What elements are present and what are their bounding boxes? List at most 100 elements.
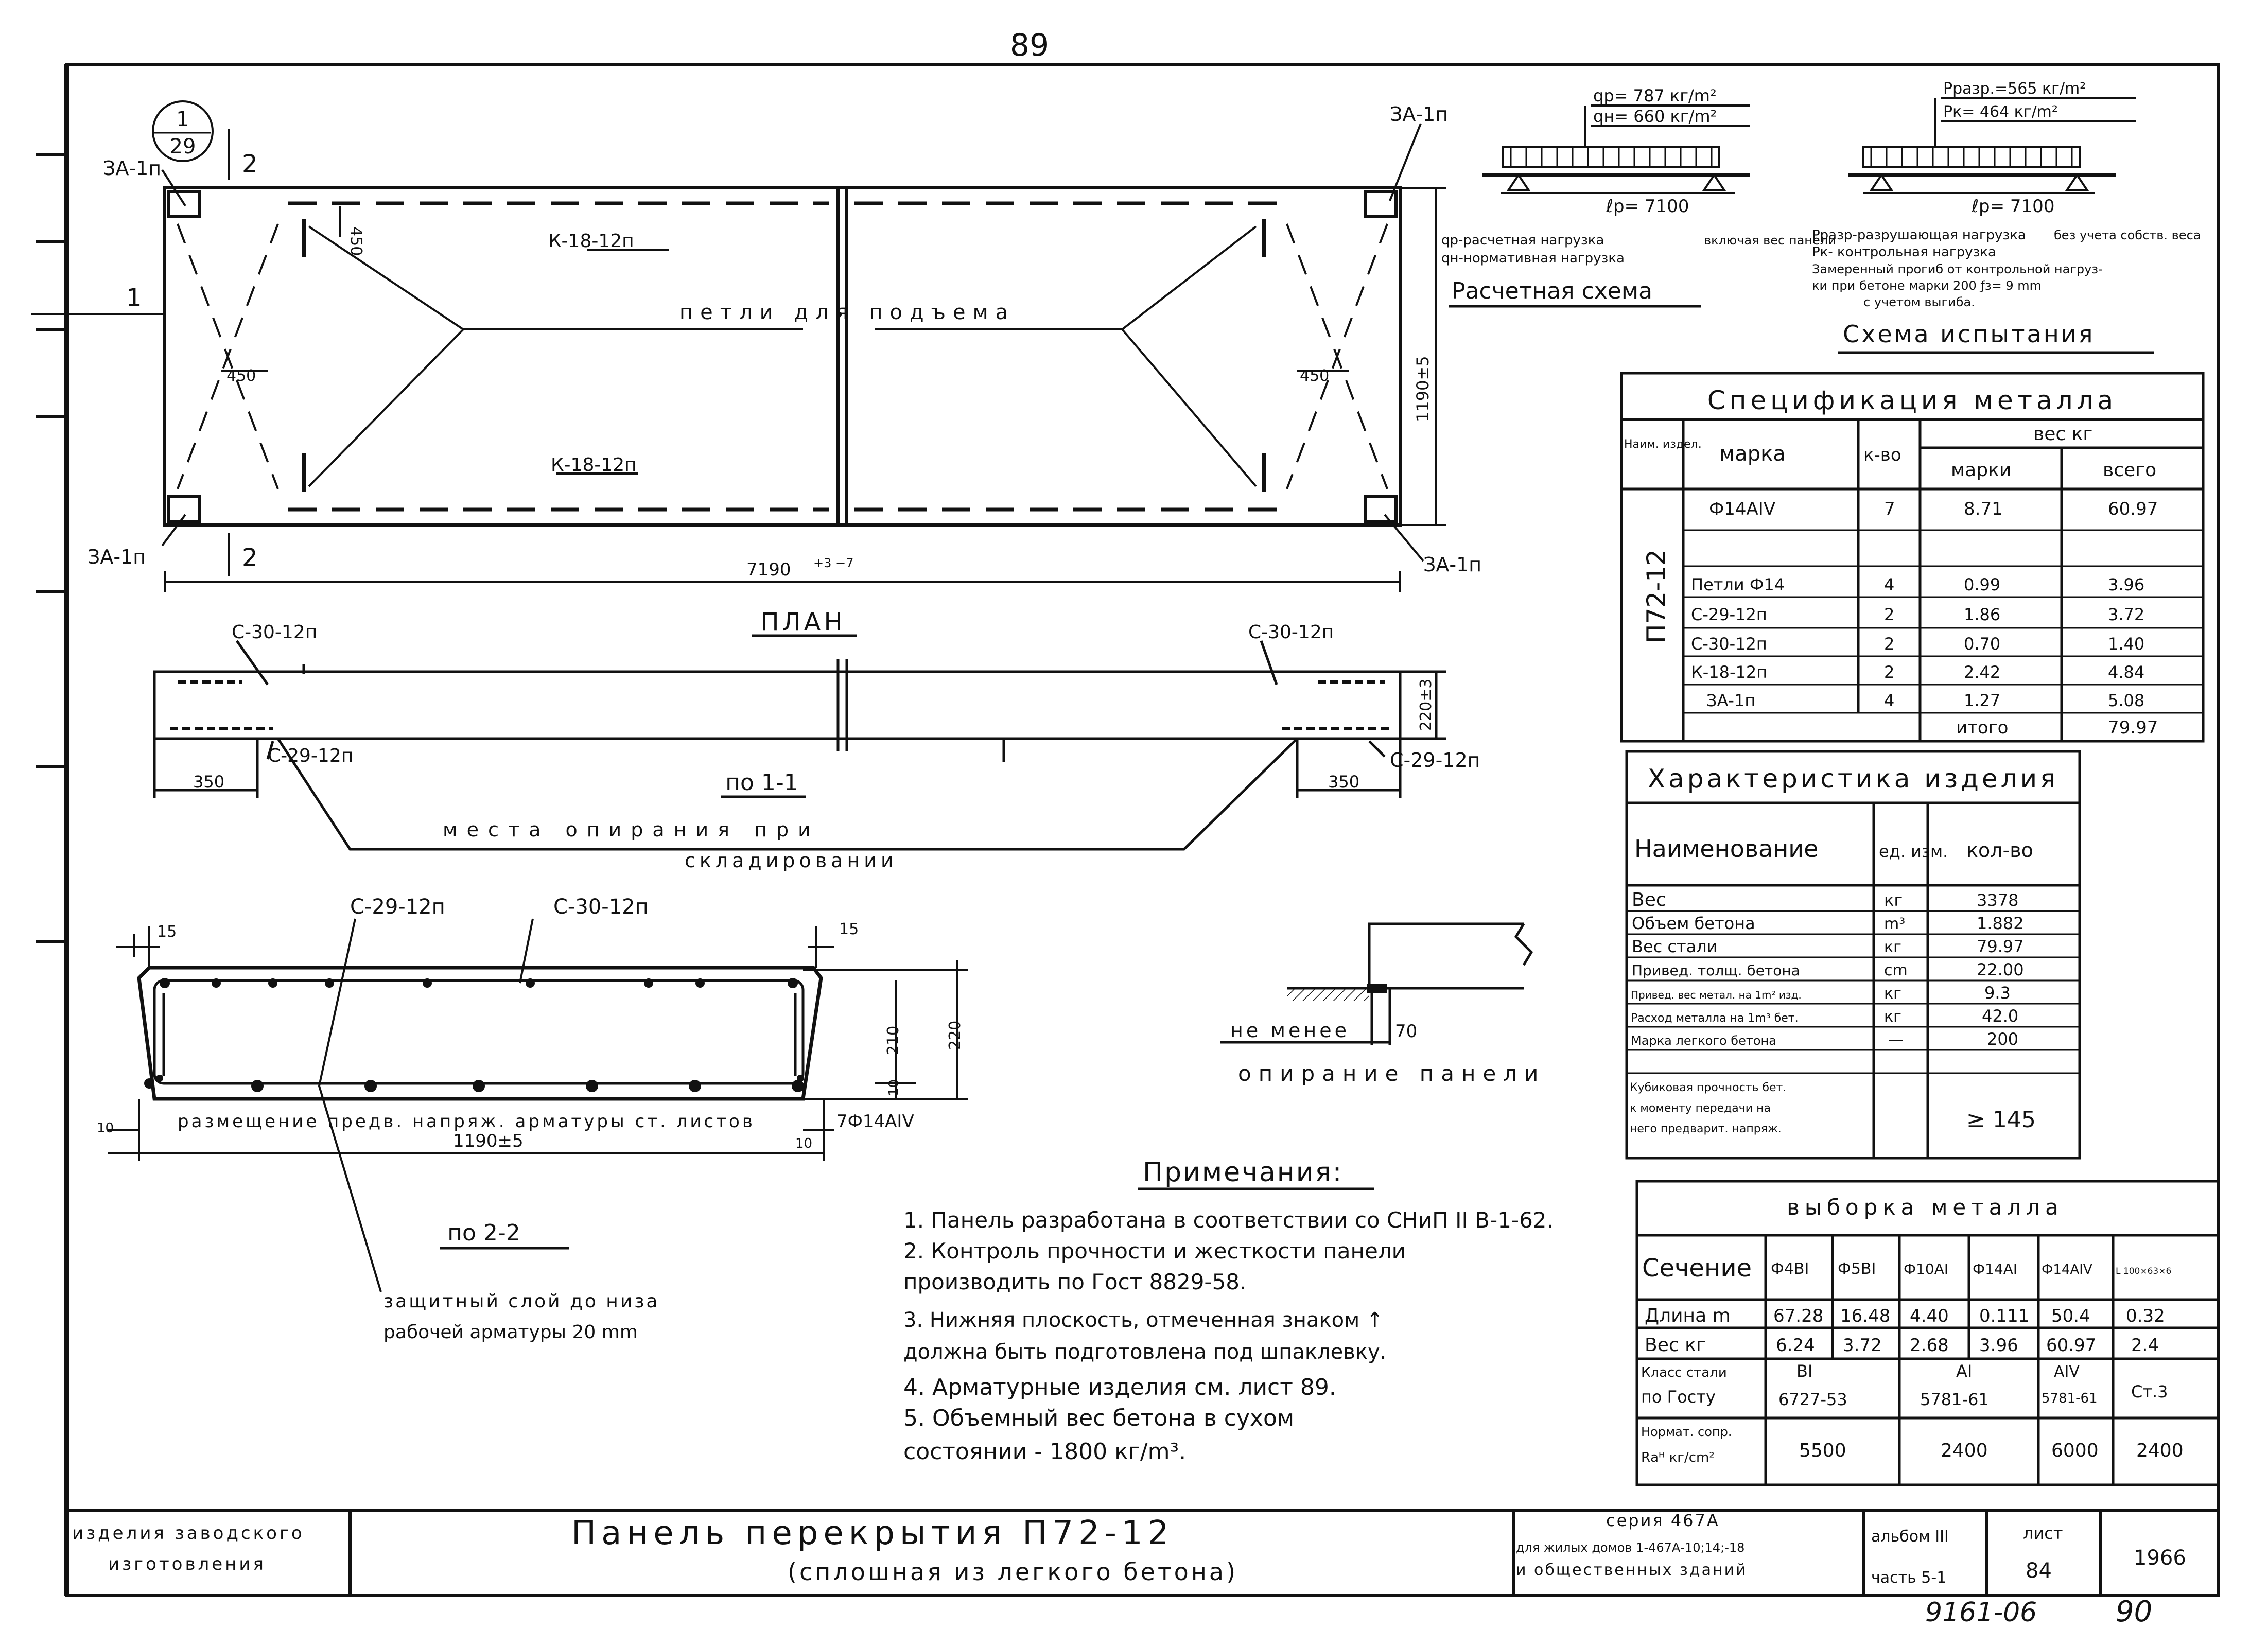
spec-cell-per: 2.42 [1964, 662, 2000, 682]
stamp-series-3: и общественных зданий [1516, 1561, 1748, 1579]
s22-mark-c30: С-30-12п [553, 895, 649, 919]
s11-mark-c29-right: С-29-12п [1390, 749, 1480, 772]
plan-dim-450-right: 450 [1300, 367, 1329, 385]
spec-itogo-label: итого [1956, 717, 2008, 738]
vyb-class-bi-gost: 6727-53 [1778, 1390, 1847, 1409]
s11-dim-350-left: 350 [193, 772, 224, 792]
char-row: Марка легкого бетона — 200 [1631, 1029, 2018, 1049]
spec-row: ЗА-1п 4 1.27 5.08 [1706, 691, 2144, 710]
test-p-control: Рк= 464 кг/m² [1943, 103, 2058, 121]
vyb-norm-3: 6000 [2051, 1440, 2099, 1461]
spec-title: Спецификация металла [1707, 386, 2117, 415]
spec-cell-mark: ЗА-1п [1706, 691, 1755, 710]
spec-cell-total: 4.84 [2108, 662, 2144, 682]
char-cell-unit: m³ [1884, 915, 1905, 933]
calc-span: ℓр= 7100 [1606, 196, 1689, 217]
test-scheme: Рразр.=565 кг/m² Рк= 464 кг/m² ℓр= 7100 … [1812, 80, 2201, 354]
char-row: Расход металла на 1m³ бет. кг 42.0 [1631, 1006, 2018, 1026]
s11-mark-c30-left: С-30-12п [232, 622, 317, 643]
char-row: Вес кг 3378 [1632, 889, 2018, 910]
s11-support-label-2: складировании [685, 849, 898, 872]
top-page-number: 89 [1010, 27, 1049, 63]
spec-cell-mark: Ф14АIV [1709, 499, 1775, 519]
char-cell-unit: — [1888, 1031, 1904, 1049]
spec-cell-per: 0.70 [1964, 634, 2000, 654]
char-cell-val: 22.00 [1977, 960, 2024, 979]
char-cell-unit: cm [1884, 961, 1908, 979]
char-cell-name: Вес стали [1632, 937, 1718, 956]
vyb-col: Ф4ВI [1771, 1260, 1809, 1278]
vyb-len-cell: 4.40 [1910, 1306, 1949, 1326]
support-detail: не менее 70 опирание панели [1220, 922, 1538, 1086]
spec-cell-qty: 2 [1884, 634, 1894, 654]
stamp-sheet-2: 84 [2026, 1559, 2052, 1583]
s22-cover-note-2: рабочей арматуры 20 mm [383, 1322, 638, 1343]
plan-dim-length-tol: +3 −7 [813, 556, 853, 570]
spec-h-total: всего [2103, 460, 2156, 481]
note-line: состоянии - 1800 кг/m³. [903, 1439, 1186, 1465]
vyb-h-section: Сечение [1642, 1254, 1752, 1283]
calc-qp: qр= 787 кг/m² [1593, 86, 1717, 106]
char-cell-unit: кг [1884, 938, 1901, 956]
stamp-sheet-1: лист [2023, 1523, 2063, 1543]
spec-h-per: марки [1951, 460, 2011, 481]
test-p-break: Рразр.=565 кг/m² [1943, 80, 2086, 98]
support-label: не менее [1230, 1019, 1350, 1042]
vyb-w-cell: 60.97 [2046, 1335, 2096, 1356]
spec-cell-qty: 4 [1884, 691, 1894, 710]
note-line: 4. Арматурные изделия см. лист 89. [903, 1374, 1336, 1400]
char-cell-val: 3378 [1977, 890, 2018, 910]
vyb-col: Ф5ВI [1838, 1260, 1876, 1278]
spec-cell-qty: 4 [1884, 575, 1894, 594]
detail-callout [152, 100, 214, 162]
section-2-2: С-29-12п С-30-12п 15 15 210 220 10 10 10… [97, 895, 968, 1343]
vyb-norm-4: 2400 [2136, 1440, 2184, 1461]
calc-legend-1: qр-расчетная нагрузка [1441, 233, 1604, 248]
char-cell-name: Вес [1632, 889, 1666, 910]
title-block: изделия заводского изготовления Панель п… [67, 1509, 2219, 1596]
section-1-1: С-30-12п С-30-12п С-29-12п С-29-12п 350 … [153, 622, 1480, 872]
char-cell-unit: кг [1884, 890, 1903, 910]
char-cell-name: Объем бетона [1632, 914, 1755, 933]
s22-cover-note-1: защитный слой до низа [383, 1291, 659, 1312]
char-cube-val: ≥ 145 [1966, 1107, 2036, 1133]
char-h-unit: ед. изм. [1879, 842, 1948, 861]
spec-cell-per: 0.99 [1964, 575, 2000, 594]
plan-anchor-label-br: ЗА-1п [1423, 553, 1481, 576]
vyb-class-aiv: АIV [2054, 1363, 2080, 1381]
spec-h-name: Наим. издел. [1624, 438, 1702, 451]
vyb-col: Ф14АIV [2042, 1262, 2092, 1277]
spec-cell-total: 3.72 [2108, 605, 2144, 624]
char-cell-val: 42.0 [1982, 1006, 2018, 1026]
s22-dim-10-left: 10 [97, 1120, 114, 1136]
vyb-title: выборка металла [1787, 1195, 2064, 1220]
test-span: ℓр= 7100 [1971, 196, 2054, 217]
spec-cell-qty: 7 [1884, 499, 1895, 519]
vyb-class-st: Ст.3 [2131, 1382, 2168, 1402]
s22-mark-c29: С-29-12п [350, 895, 445, 919]
char-cell-name: Расход металла на 1m³ бет. [1631, 1012, 1799, 1025]
vyb-w-cell: 6.24 [1776, 1335, 1815, 1356]
vyb-norm-label-2: Rаᴴ кг/cm² [1641, 1450, 1715, 1465]
vyb-norm-label-1: Нормат. сопр. [1641, 1425, 1732, 1439]
s22-dim-210: 210 [884, 1026, 902, 1055]
char-title: Характеристика изделия [1648, 764, 2058, 794]
section-mark-1: 1 [126, 284, 142, 312]
vyb-row-w-label: Вес кг [1645, 1335, 1706, 1356]
plan-loops-label: петли для подъема [679, 301, 1015, 324]
s22-dim-10-inner: 10 [886, 1079, 902, 1096]
test-legend-5: с учетом выгиба. [1863, 295, 1975, 309]
char-row: Привед. толщ. бетона cm 22.00 [1632, 960, 2024, 979]
s11-mark-c30-right: С-30-12п [1248, 622, 1334, 643]
vyb-len-cell: 0.111 [1979, 1306, 2029, 1326]
vyb-class-ai-gost: 5781-61 [1920, 1390, 1989, 1409]
plan-dim-450-left: 450 [226, 367, 256, 385]
test-title: Схема испытания [1843, 320, 2095, 348]
vyb-w-cell: 2.68 [1910, 1335, 1949, 1356]
s22-dim-width: 1190±5 [453, 1131, 524, 1151]
section-mark-2-bottom: 2 [242, 544, 258, 572]
vyb-len-cell: 16.48 [1840, 1306, 1890, 1326]
vyb-len-cell: 67.28 [1773, 1306, 1823, 1326]
vyb-class-label-2: по Госту [1641, 1387, 1716, 1407]
